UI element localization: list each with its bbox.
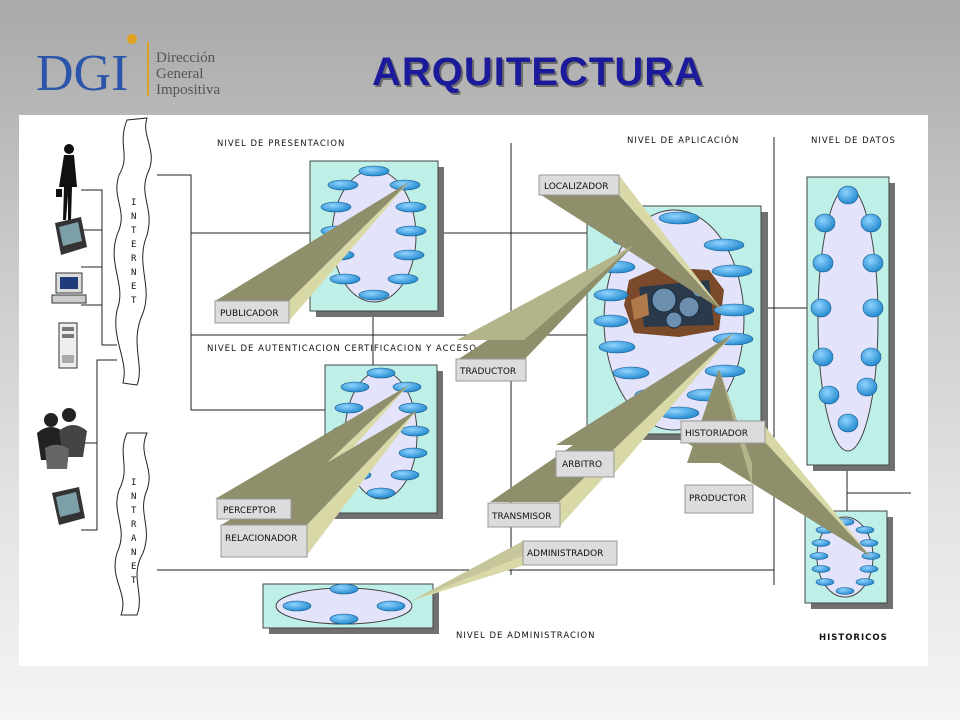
intranet-letter: A (131, 534, 137, 544)
logo-letters: DGI (36, 45, 128, 102)
aplicacion-module (586, 205, 768, 440)
logo-line1: Dirección (156, 50, 216, 66)
callout-historiador: HISTORIADOR (680, 420, 766, 444)
internet-letter: E (131, 240, 136, 250)
intranet-letter: T (131, 576, 137, 586)
internet-letters: I N T E R N E T (131, 198, 137, 306)
internet-letter: N (131, 268, 136, 278)
callout-traductor-label: TRADUCTOR (459, 367, 516, 377)
callout-perceptor: PERCEPTOR (216, 498, 292, 520)
intranet-letters: I N T R A N E T (131, 478, 137, 586)
architecture-diagram: NIVEL DE PRESENTACION NIVEL DE APLICACIÓ… (37, 117, 911, 643)
callout-transmisor: TRANSMISOR (487, 502, 561, 528)
callout-publicador-label: PUBLICADOR (220, 309, 279, 319)
people-group-icon (37, 408, 87, 469)
intranet-letter: I (131, 478, 136, 488)
internet-letter: T (131, 296, 137, 306)
level-administracion-label: NIVEL DE ADMINISTRACION (456, 631, 595, 641)
intranet-letter: E (131, 562, 136, 572)
callout-localizador-label: LOCALIZADOR (544, 182, 608, 192)
callout-relacionador: RELACIONADOR (220, 524, 308, 558)
level-historicos-label: HISTORICOS (819, 633, 888, 643)
callout-perceptor-label: PERCEPTOR (223, 506, 276, 516)
internet-cloud (113, 117, 152, 386)
server-tower-icon (58, 322, 78, 369)
internet-letter: R (131, 254, 137, 264)
level-autenticacion-label: NIVEL DE AUTENTICACION CERTIFICACION Y A… (207, 344, 477, 354)
callout-arbitro-label: ARBITRO (562, 460, 602, 470)
callout-administrador: ADMINISTRADOR (522, 540, 618, 566)
callout-beams (215, 175, 871, 601)
internet-letter: I (131, 198, 136, 208)
callout-productor-label: PRODUCTOR (689, 494, 746, 504)
architecture-panel: NIVEL DE PRESENTACION NIVEL DE APLICACIÓ… (19, 115, 928, 666)
callout-relacionador-label: RELACIONADOR (225, 534, 297, 544)
intranet-letter: N (131, 548, 136, 558)
intranet-letter: N (131, 492, 136, 502)
internet-letter: T (131, 226, 137, 236)
datos-module (806, 176, 895, 471)
logo-line3: Impositiva (156, 82, 221, 98)
administracion-module (262, 583, 439, 634)
level-datos-label: NIVEL DE DATOS (811, 136, 896, 146)
level-aplicacion-label: NIVEL DE APLICACIÓN (627, 134, 739, 146)
callout-localizador: LOCALIZADOR (538, 174, 620, 196)
historicos-module (804, 510, 893, 609)
internet-letter: N (131, 212, 136, 222)
intranet-letter: T (131, 506, 137, 516)
dgi-logo: DGI Dirección General Impositiva (36, 34, 221, 102)
callout-traductor: TRADUCTOR (455, 358, 527, 382)
callout-historiador-label: HISTORIADOR (685, 429, 748, 439)
callout-publicador: PUBLICADOR (214, 300, 290, 324)
logo-line2: General (156, 66, 203, 82)
level-presentacion-label: NIVEL DE PRESENTACION (217, 139, 345, 149)
woman-user-icon (56, 144, 77, 220)
gears-engine-icon (624, 267, 724, 337)
desktop-computer-icon (51, 272, 87, 304)
callout-productor: PRODUCTOR (684, 484, 754, 514)
callout-administrador-label: ADMINISTRADOR (527, 549, 603, 559)
intranet-letter: R (131, 520, 137, 530)
page-title: ARQUITECTURA (372, 50, 704, 94)
callout-transmisor-label: TRANSMISOR (491, 512, 551, 522)
intranet-cloud (114, 432, 150, 616)
callout-arbitro: ARBITRO (555, 450, 615, 478)
pda-icon (55, 217, 87, 255)
logo-star-icon (127, 34, 137, 44)
internet-letter: E (131, 282, 136, 292)
pda-intranet-icon (52, 487, 85, 525)
